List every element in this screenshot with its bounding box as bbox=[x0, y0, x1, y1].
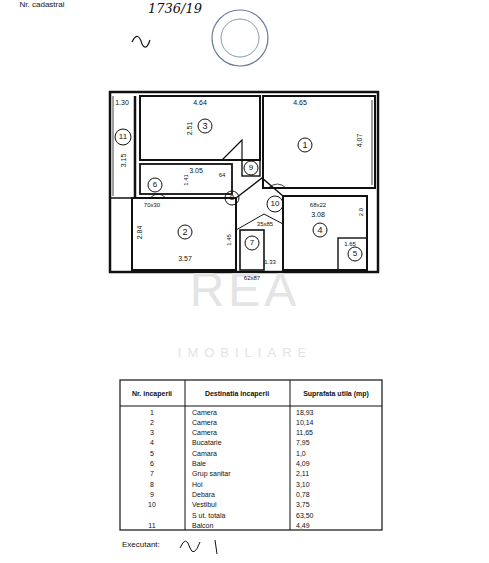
dimension-text: 3.15 bbox=[121, 153, 128, 167]
dimension-text: 35x85 bbox=[257, 221, 273, 227]
dimension-text: 4.07 bbox=[357, 133, 364, 147]
dimension-text: 3.08 bbox=[311, 211, 325, 218]
header-text: Nr. cadastral bbox=[20, 1, 65, 9]
table-cell: 4,49 bbox=[296, 522, 310, 529]
dimension-text: 1.41 bbox=[183, 174, 189, 186]
dimension-text: 1.33 bbox=[264, 259, 276, 265]
room-number: 3 bbox=[202, 122, 207, 131]
table-cell: Grup sanitar bbox=[192, 470, 231, 477]
table-cell: 1 bbox=[150, 409, 154, 416]
table-cell: 9 bbox=[150, 491, 154, 498]
table-cell: Nr. incaperii bbox=[123, 390, 181, 397]
dimension-text: 1.65 bbox=[344, 241, 356, 247]
executant-label: Executant: bbox=[122, 541, 160, 549]
dimension-text: 1.45 bbox=[226, 234, 232, 246]
dimension-text: 68x22 bbox=[310, 202, 326, 208]
table-cell: 3 bbox=[150, 429, 154, 436]
dimension-text: 2.51 bbox=[187, 121, 194, 135]
watermark: IMOBILIARE bbox=[178, 346, 312, 359]
room-number: 6 bbox=[153, 181, 157, 189]
room-number: 10 bbox=[271, 200, 280, 208]
table-cell: 5 bbox=[150, 450, 154, 457]
table-cell: 6 bbox=[150, 460, 154, 467]
table-cell: Camara bbox=[192, 450, 217, 457]
table-cell: 3,10 bbox=[296, 481, 310, 488]
dimension-text: 2.0 bbox=[358, 208, 364, 216]
dimension-text: 4.65 bbox=[293, 99, 307, 106]
table-cell: 2,11 bbox=[296, 470, 309, 477]
table-cell: Camera bbox=[192, 419, 217, 426]
table-cell: Camera bbox=[192, 429, 217, 436]
table-cell: 63,50 bbox=[296, 512, 314, 519]
table-cell: Hol bbox=[192, 481, 203, 488]
dimension-text: 70x30 bbox=[144, 202, 160, 208]
table-cell: 1,0 bbox=[296, 450, 306, 457]
table-cell: Balcon bbox=[192, 522, 213, 529]
room-number: 11 bbox=[119, 133, 127, 141]
dimension-text: 4.64 bbox=[193, 99, 207, 106]
table-cell: 10 bbox=[148, 501, 156, 508]
dimension-text: 62x87 bbox=[244, 275, 260, 281]
table-cell: Debara bbox=[192, 491, 215, 498]
table-cell: Vestibul bbox=[192, 501, 217, 508]
table-cell: Camera bbox=[192, 409, 217, 416]
room-number: 9 bbox=[249, 164, 253, 172]
table-cell: 10,14 bbox=[296, 419, 314, 426]
room-number: 7 bbox=[250, 239, 254, 247]
room-number: 8 bbox=[230, 194, 234, 202]
header-text: 1736/19 bbox=[148, 2, 202, 15]
dimension-text: 3.05 bbox=[189, 167, 203, 174]
table-cell: 3,75 bbox=[296, 501, 310, 508]
dimension-text: 1.30 bbox=[115, 99, 129, 106]
table-cell: Bucatarie bbox=[192, 439, 222, 446]
table-cell: 4,09 bbox=[296, 460, 310, 467]
table-cell: 18,93 bbox=[296, 409, 314, 416]
table-cell: Suprafata utila (mp) bbox=[295, 390, 377, 397]
table-cell: 7 bbox=[150, 470, 154, 477]
table-cell: Baie bbox=[192, 460, 206, 467]
watermark: REA bbox=[190, 266, 301, 314]
table-cell: Destinatia incaperii bbox=[188, 390, 286, 397]
dimension-text: 2.84 bbox=[137, 225, 144, 239]
room-number: 2 bbox=[182, 228, 187, 237]
dimension-text: 3.57 bbox=[178, 255, 192, 262]
table-cell: S ut. totala bbox=[192, 512, 225, 519]
table-cell: 11,65 bbox=[296, 429, 313, 436]
table-cell: 7,95 bbox=[296, 439, 310, 446]
dimension-text: 64 bbox=[219, 172, 226, 178]
room-number: 1 bbox=[302, 141, 307, 150]
table-cell: 8 bbox=[150, 481, 154, 488]
table-cell: 11 bbox=[148, 522, 155, 529]
room-number: 4 bbox=[317, 226, 322, 235]
room-number: 5 bbox=[353, 250, 357, 258]
table-cell: 0,78 bbox=[296, 491, 310, 498]
table-cell: 2 bbox=[150, 419, 154, 426]
table-cell: 4 bbox=[150, 439, 154, 446]
